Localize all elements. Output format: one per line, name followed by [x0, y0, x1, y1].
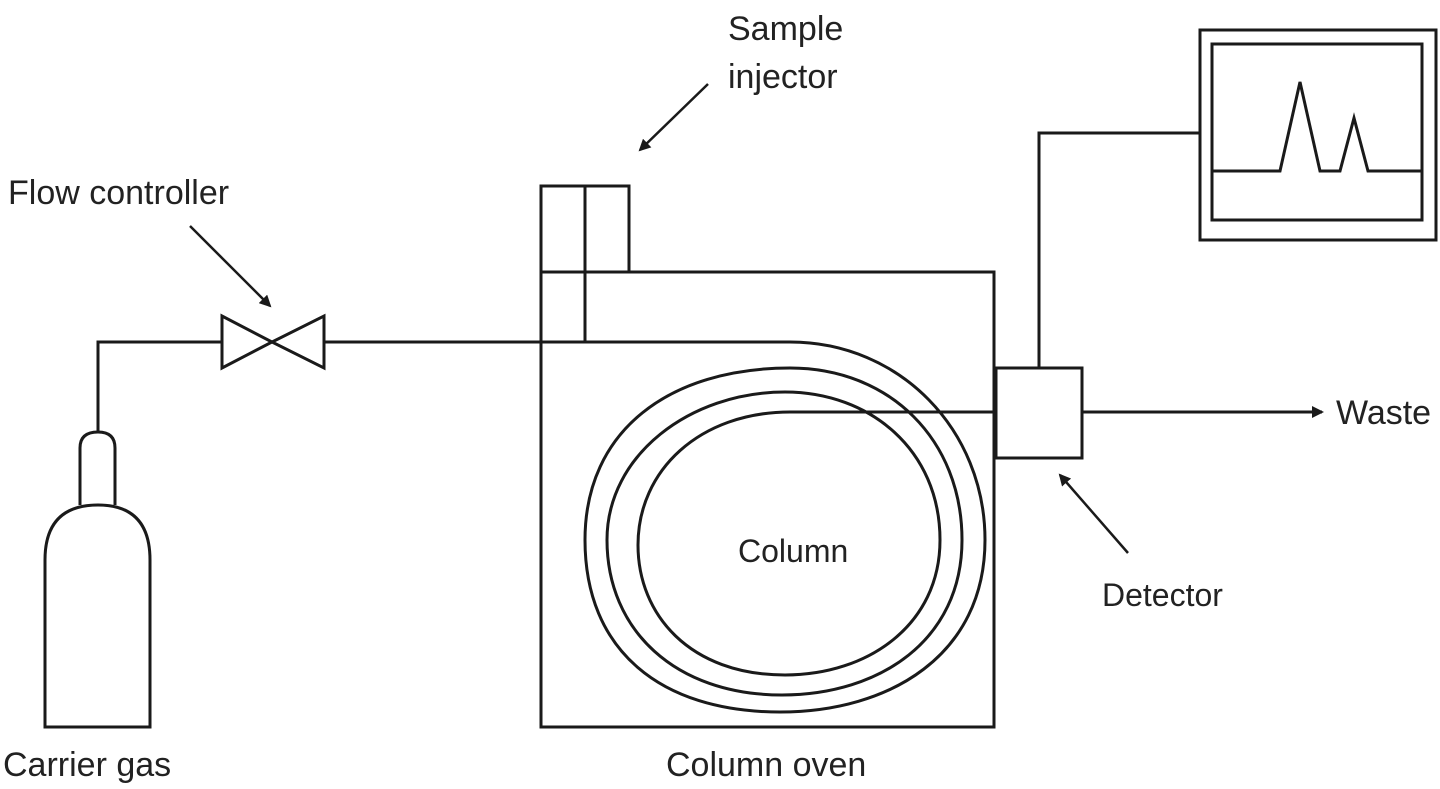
label-carrier-gas: Carrier gas: [3, 746, 171, 784]
label-flow-controller: Flow controller: [8, 174, 229, 212]
label-sample-injector-line2: injector: [728, 58, 838, 96]
carrier-gas-cylinder: [43, 430, 152, 729]
sample-injector-pointer: [638, 83, 709, 152]
column-oven: [539, 270, 996, 729]
label-column: Column: [738, 533, 848, 569]
label-waste: Waste: [1336, 394, 1431, 432]
sample-injector: [539, 184, 631, 342]
chromatogram-monitor: [1198, 28, 1438, 242]
signal-line: [1037, 131, 1200, 368]
detector-pointer: [1058, 473, 1129, 554]
flow-controller-valve: [220, 313, 326, 371]
column-coil: [583, 340, 996, 714]
detector-box: [994, 366, 1084, 460]
gas-line-cylinder-to-valve: [96, 340, 222, 432]
label-detector: Detector: [1102, 577, 1223, 613]
flow-controller-pointer: [189, 225, 272, 308]
label-column-oven: Column oven: [666, 746, 866, 784]
label-sample-injector-line1: Sample: [728, 10, 843, 48]
